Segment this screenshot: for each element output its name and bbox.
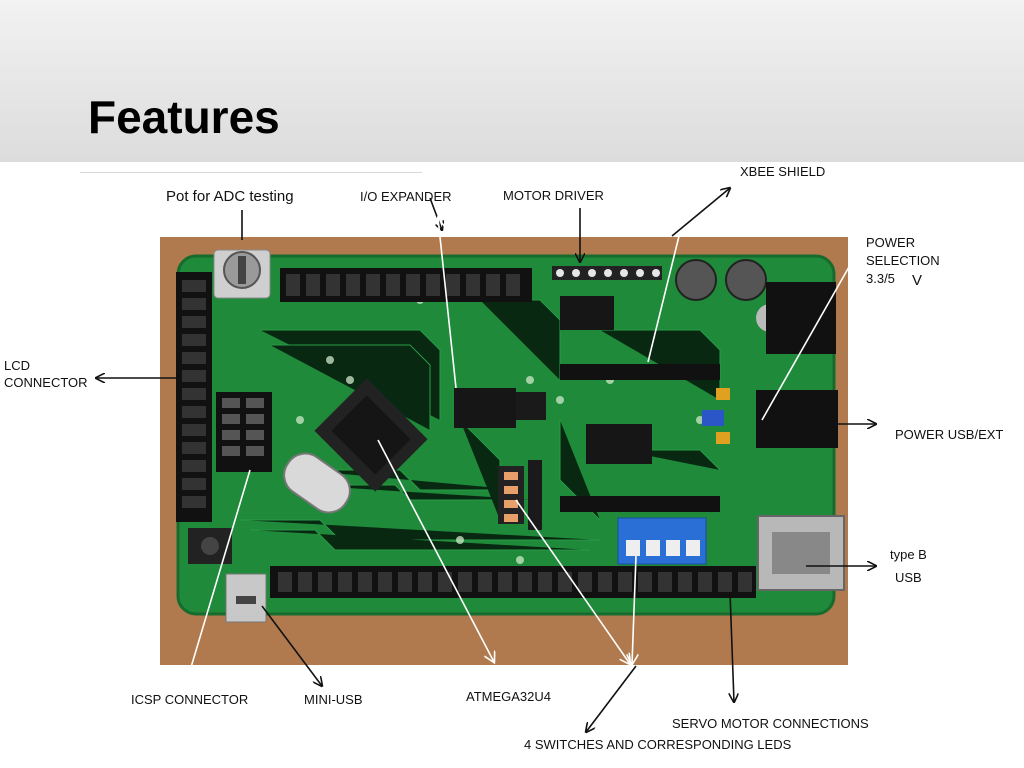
label-servo: SERVO MOTOR CONNECTIONS <box>672 716 869 731</box>
slide-title: Features <box>88 91 280 143</box>
switches-arrow <box>586 665 637 732</box>
io-expander-arrow <box>438 218 457 389</box>
power-select-jumper <box>756 390 838 448</box>
atmega-chip <box>314 378 428 492</box>
dip-arrow <box>632 555 636 664</box>
title-divider <box>80 172 422 173</box>
potentiometer <box>213 249 271 299</box>
crystal <box>283 452 351 514</box>
label-atmega: ATMEGA32U4 <box>466 689 552 704</box>
label-switches: 4 SWITCHES AND CORRESPONDING LEDS <box>524 737 792 752</box>
label-power-usb: POWER USB/EXT <box>895 427 1004 442</box>
io-expander-chip <box>454 388 516 428</box>
motor-driver-chip <box>560 296 614 330</box>
icsp-arrow <box>186 469 251 684</box>
label-power-selection-1: POWER <box>866 235 916 250</box>
pcb-board <box>176 254 836 616</box>
label-lcd-2: CONNECTOR <box>4 375 88 390</box>
servo-arrow <box>730 591 734 702</box>
mini-usb-arrow <box>261 605 322 686</box>
label-io-expander: I/O EXPANDER <box>360 189 452 204</box>
slide-header <box>0 0 1024 162</box>
capacitors <box>675 259 784 332</box>
leds-arrow <box>515 499 630 664</box>
xbee-arrow <box>671 188 730 237</box>
label-power-selection-v: V <box>912 272 923 289</box>
label-type-b-1: type B <box>890 547 927 562</box>
xbee-leader <box>647 231 681 363</box>
label-power-selection-2: SELECTION <box>866 253 940 268</box>
label-pot: Pot for ADC testing <box>166 188 294 205</box>
label-motor-driver: MOTOR DRIVER <box>503 188 604 203</box>
label-mini-usb: MINI-USB <box>304 692 363 707</box>
label-xbee: XBEE SHIELD <box>740 164 826 179</box>
atmega-arrow <box>377 439 494 662</box>
label-lcd-1: LCD <box>4 358 31 373</box>
dip-switch <box>617 517 707 565</box>
label-icsp: ICSP CONNECTOR <box>131 692 249 707</box>
label-type-b-2: USB <box>895 570 922 585</box>
power-selection-arrow <box>761 230 870 421</box>
xbee-header <box>560 364 720 380</box>
label-power-selection-3: 3.3/5 <box>866 271 895 286</box>
power-jack <box>766 282 836 354</box>
